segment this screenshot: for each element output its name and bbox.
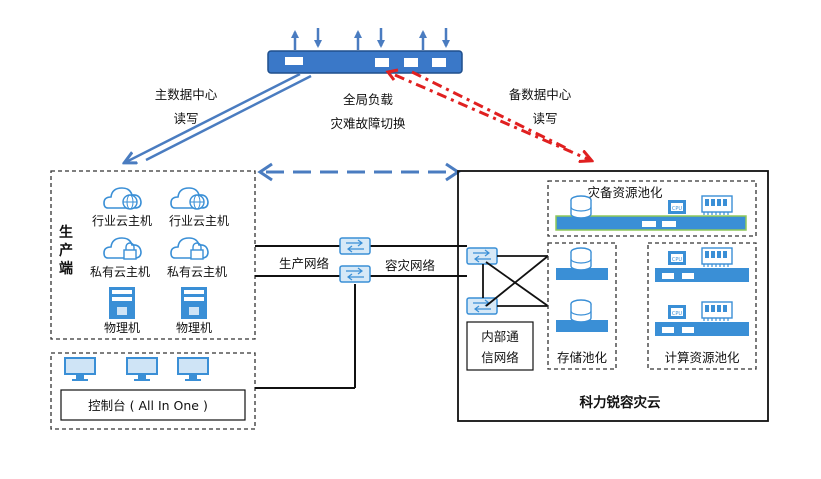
monitor-icon	[64, 357, 96, 381]
production-network-label: 生产网络	[279, 256, 330, 271]
storage-disk-icon	[570, 247, 592, 271]
primary-dc-label: 主数据中心	[155, 87, 218, 102]
physical-label: 物理机	[176, 321, 212, 335]
compute-pool-box	[647, 242, 757, 370]
physical-server-icon	[181, 287, 207, 319]
production-box	[50, 170, 256, 340]
cpu-icon	[668, 200, 686, 214]
lb-port-arrows	[291, 28, 450, 50]
replication-arrow	[257, 162, 461, 182]
industry-host-label: 行业云主机	[169, 214, 229, 228]
backup-rw-label: 读写	[532, 111, 557, 126]
ram-icon	[701, 195, 733, 216]
compute-rack	[655, 268, 749, 282]
red-arrow-head	[385, 68, 399, 81]
cloud-box	[457, 170, 769, 422]
storage-disk-icon	[570, 195, 592, 219]
industry-host-label: 行业云主机	[92, 214, 152, 228]
backup-dc-label: 备数据中心	[509, 87, 572, 102]
compute-pool-label: 计算资源池化	[664, 350, 740, 365]
internal-links	[482, 255, 549, 307]
storage-rack	[556, 268, 608, 280]
storage-disk-icon	[570, 299, 592, 323]
physical-server-icon	[109, 287, 135, 319]
storage-pool-label: 存储池化	[557, 350, 608, 365]
dr-network-label: 容灾网络	[385, 258, 436, 273]
ram-icon	[701, 301, 733, 322]
internal-switch-icon	[466, 247, 498, 265]
console-box	[50, 352, 256, 430]
console-label: 控制台 ( All In One )	[88, 398, 208, 413]
private-cloud-icon	[103, 237, 142, 260]
load-balancer-device	[267, 50, 463, 74]
storage-rack	[556, 320, 608, 332]
cpu-icon	[668, 305, 686, 319]
storage-pool-box	[547, 242, 617, 370]
monitor-icon	[126, 357, 158, 381]
industry-cloud-icon	[170, 187, 209, 210]
production-switch-icon	[339, 237, 371, 255]
internal-network-box	[466, 321, 534, 371]
dr-pool-box	[547, 180, 757, 237]
internal-network-label-2: 信网络	[481, 350, 519, 365]
global-lb-label: 全局负载	[343, 92, 394, 107]
production-label-2: 产	[59, 242, 73, 259]
dr-switch-label: 灾难故障切换	[330, 116, 406, 131]
monitor-icon	[177, 357, 209, 381]
cloud-title: 科力锐容灾云	[580, 394, 661, 411]
cpu-icon	[668, 251, 686, 265]
console-frame	[60, 389, 246, 421]
production-label-1: 生	[59, 224, 73, 241]
backup-dc-link	[394, 70, 590, 160]
dr-pool-label: 灾备资源池化	[587, 185, 663, 200]
primary-dc-link	[126, 72, 312, 162]
network-lines	[255, 245, 467, 389]
production-label-3: 端	[59, 260, 73, 277]
compute-rack	[655, 322, 749, 336]
physical-label: 物理机	[104, 321, 140, 335]
private-host-label: 私有云主机	[167, 265, 227, 279]
private-host-label: 私有云主机	[90, 265, 150, 279]
primary-rw-label: 读写	[173, 111, 198, 126]
internal-network-label-1: 内部通	[481, 329, 519, 344]
private-cloud-icon	[170, 237, 209, 260]
ram-icon	[701, 247, 733, 268]
dr-switch-icon	[339, 265, 371, 283]
industry-cloud-icon	[103, 187, 142, 210]
